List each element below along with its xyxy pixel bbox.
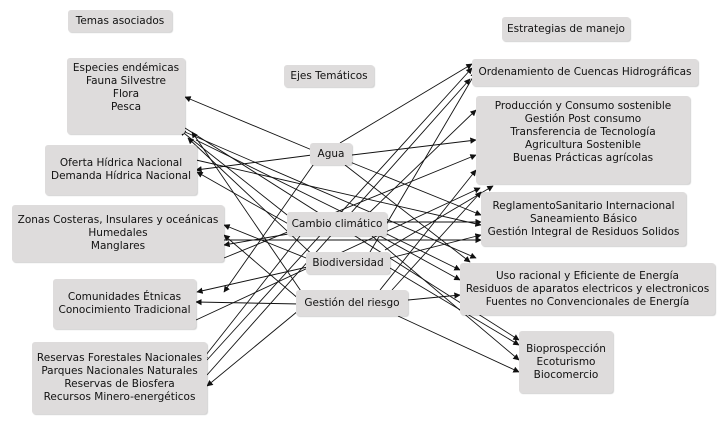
- box-reglamento-sanitario: ReglamentoSanitario Internacional Saneam…: [481, 192, 686, 246]
- arrow-biodiversidad-comunidades: [196, 265, 313, 294]
- arrow-especies-uso: [184, 131, 477, 259]
- arrow-agua-especies: [184, 96, 313, 151]
- hub-agua: Agua: [310, 143, 352, 165]
- arrow-biodiversidad-bioprospeccion: [389, 267, 520, 346]
- header-estrategias-de-manejo: Estrategias de manejo: [502, 17, 630, 41]
- arrow-gestion-produccion: [379, 169, 477, 291]
- arrow-zonas-produccion: [223, 154, 477, 259]
- arrow-agua-ordenamiento: [339, 63, 473, 144]
- box-zonas-costeras: Zonas Costeras, Insulares y oceánicas Hu…: [12, 205, 224, 262]
- hub-cambio-climatico: Cambio climático: [287, 212, 387, 236]
- box-uso-racional-energia: Uso racional y Eficiente de Energía Resi…: [460, 263, 715, 315]
- arrow-agua-oferta: [195, 154, 313, 173]
- arrow-oferta-uso: [195, 139, 461, 271]
- box-oferta-hidrica: Oferta Hídrica Nacional Demanda Hídrica …: [45, 145, 197, 195]
- box-comunidades-etnicas: Comunidades Étnicas Conocimiento Tradici…: [53, 279, 196, 329]
- arrow-agua-comunidades: [223, 157, 319, 293]
- box-produccion-consumo: Producción y Consumo sostenible Gestión …: [476, 96, 690, 184]
- arrow-cambio-produccion: [369, 109, 477, 213]
- arrow-biodiversidad-ordenamiento: [369, 71, 477, 253]
- arrow-oferta-reglamento: [195, 159, 482, 227]
- arrow-biodiversidad-produccion: [384, 185, 494, 251]
- arrow-agua-uso: [344, 164, 471, 263]
- hub-gestion-del-riesgo: Gestión del riesgo: [296, 290, 408, 316]
- box-ordenamiento-cuencas: Ordenamiento de Cuencas Hidrográficas: [472, 59, 698, 86]
- box-bioprospeccion: Bioprospección Ecoturismo Biocomercio: [519, 331, 613, 393]
- arrow-gestion-reservas: [206, 305, 305, 387]
- arrow-cambio-especies: [179, 129, 297, 223]
- box-reservas-forestales: Reservas Forestales Nacionales Parques N…: [32, 342, 207, 414]
- arrow-biodiversidad-zonas: [223, 224, 317, 263]
- header-temas-asociados: Temas asociados: [68, 10, 172, 32]
- arrow-agua-produccion: [351, 137, 477, 156]
- hub-biodiversidad: Biodiversidad: [306, 252, 390, 274]
- arrow-biodiversidad-reglamento: [389, 233, 482, 259]
- arrow-gestion-especies: [191, 131, 306, 298]
- arrow-gestion-zonas: [223, 234, 301, 301]
- arrow-gestion-bioprospeccion: [397, 315, 520, 373]
- arrow-gestion-uso: [407, 292, 461, 301]
- arrow-cambio-uso: [379, 235, 461, 281]
- box-especies: Especies endémicas Fauna Silvestre Flora…: [67, 58, 185, 134]
- header-ejes-tematicos: Ejes Temáticos: [284, 65, 374, 87]
- arrow-cambio-reservas: [201, 235, 301, 361]
- arrow-gestion-comunidades: [195, 298, 301, 306]
